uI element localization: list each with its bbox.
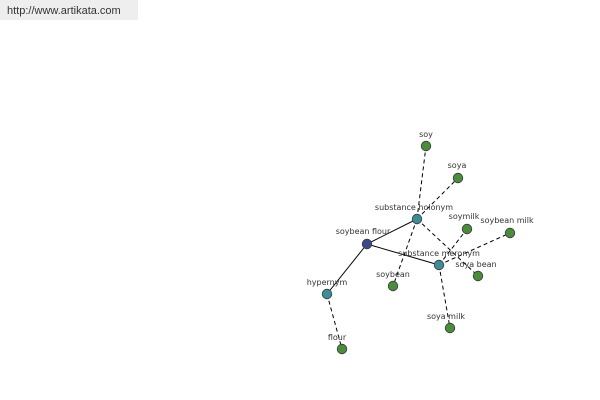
url-text: http://www.artikata.com	[0, 0, 138, 20]
node-flour[interactable]	[336, 343, 348, 355]
node-soybean-milk[interactable]	[504, 227, 516, 239]
node-label-soybean-milk: soybean milk	[480, 216, 534, 225]
node-label-flour: flour	[328, 333, 347, 342]
edge-center-to-sub_meronym	[366, 243, 440, 266]
node-sub-meronym[interactable]	[433, 259, 445, 271]
node-label-sub-holonym: substance holonym	[375, 203, 453, 212]
edge-sub_holonym-to-soya	[416, 177, 459, 220]
node-soya-milk[interactable]	[444, 322, 456, 334]
edge-sub_holonym-to-soy	[416, 145, 427, 220]
edge-sub_meronym-to-soymilk	[438, 228, 468, 266]
node-sub-holonym[interactable]	[411, 213, 423, 225]
edge-center-to-sub_holonym	[366, 218, 418, 245]
node-label-sub-meronym: substance meronym	[398, 249, 480, 258]
edge-sub_meronym-to-soya_milk	[438, 264, 451, 329]
edge-sub_holonym-to-soybean	[392, 218, 418, 287]
edge-hypernym-to-flour	[326, 293, 343, 350]
edge-center-to-hypernym	[326, 243, 368, 295]
node-label-soya-bean: soya bean	[455, 260, 496, 269]
node-soybean[interactable]	[387, 280, 399, 292]
node-label-hypernym: hypernym	[307, 278, 348, 287]
node-label-soya: soya	[448, 161, 467, 170]
node-soy[interactable]	[420, 140, 432, 152]
node-center[interactable]	[361, 238, 373, 250]
node-label-soymilk: soymilk	[449, 212, 480, 221]
node-soya[interactable]	[452, 172, 464, 184]
node-hypernym[interactable]	[321, 288, 333, 300]
node-soymilk[interactable]	[461, 223, 473, 235]
node-label-soya-milk: soya milk	[427, 312, 465, 321]
node-label-soybean: soybean	[376, 270, 410, 279]
edges-layer	[326, 145, 511, 350]
edge-sub_meronym-to-soybean_milk	[438, 232, 511, 266]
node-soya-bean[interactable]	[472, 270, 484, 282]
node-label-soy: soy	[419, 130, 433, 139]
nodes-layer: soybean flour hypernym flour substance holo…	[307, 130, 534, 355]
node-label-center: soybean flour	[336, 227, 391, 236]
